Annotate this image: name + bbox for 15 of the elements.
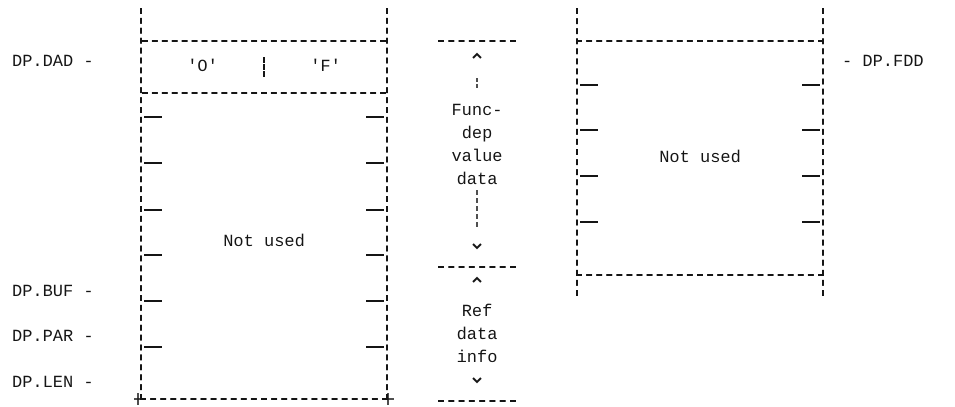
pointer-label: DP.LEN - [12, 373, 94, 395]
memory-block [576, 8, 824, 296]
pointer-label: DP.BUF - [12, 282, 94, 304]
pointer-label: DP.PAR - [12, 327, 94, 349]
range-label: Ref data info [456, 302, 498, 370]
memory-field [576, 40, 824, 276]
memory-range [438, 40, 516, 268]
range-label: Func- dep value data [450, 101, 504, 192]
field-value: 'O' [186, 58, 219, 76]
field-value: 'F' [309, 58, 342, 76]
pointer-label: DP.DAD - [12, 52, 94, 74]
field-label: Not used [659, 148, 741, 168]
pointer-label: - DP.FDD [842, 52, 924, 74]
region-label: Not used [223, 233, 305, 254]
memory-field [142, 40, 386, 94]
